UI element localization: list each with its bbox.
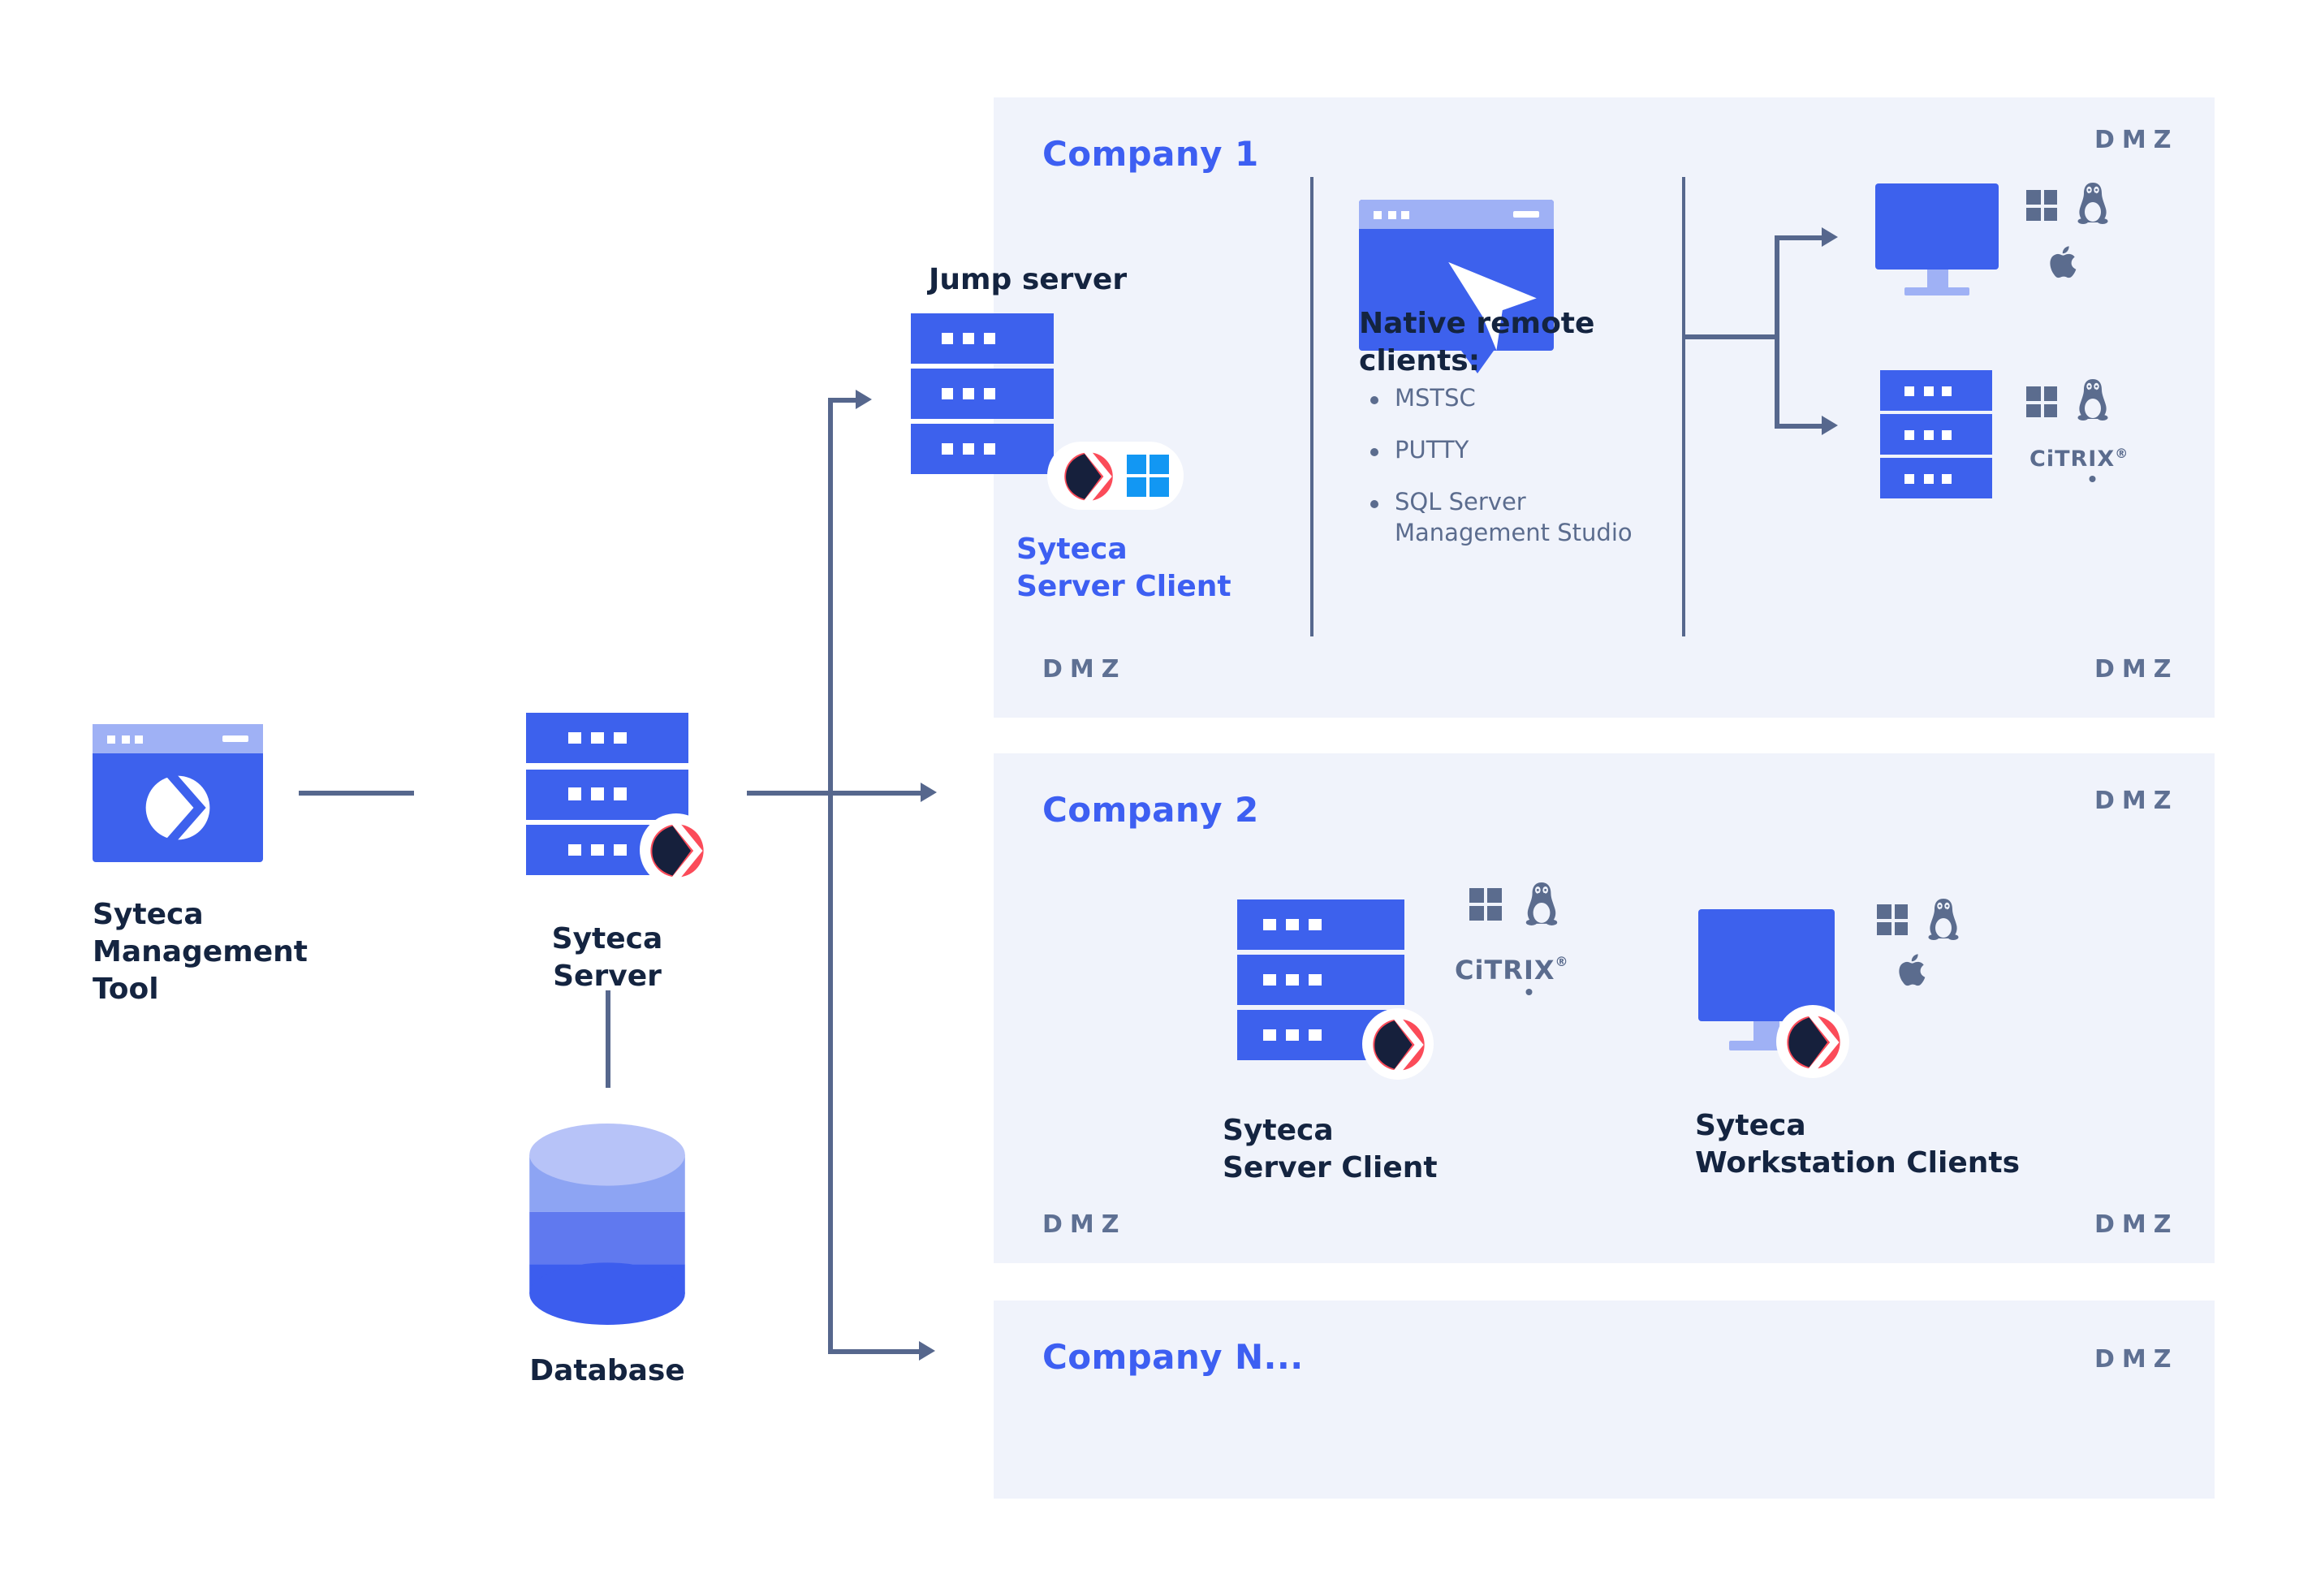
connector-server-to-companies [747, 791, 922, 795]
syteca-badge [1362, 1008, 1434, 1080]
syteca-badge [1776, 1005, 1849, 1078]
dmz-label: DMZ [1042, 1210, 1127, 1239]
branch-connector [1684, 334, 1778, 339]
jump-server-badge [1047, 442, 1184, 510]
linux-icon [1926, 898, 1961, 940]
browser-dots-icon [1374, 210, 1409, 218]
browser-titlebar [93, 724, 263, 753]
syteca-logo-icon [1785, 1014, 1840, 1069]
dmz-label: DMZ [2094, 654, 2179, 684]
list-item: PUTTY [1367, 437, 1646, 468]
dmz-label: DMZ [2094, 1344, 2179, 1374]
syteca-management-tool-icon [93, 724, 263, 862]
connector-server-to-database [606, 990, 610, 1088]
windows-icon [2026, 386, 2057, 417]
windows-icon [1469, 888, 1502, 921]
jump-server-client-label: Syteca Server Client [1016, 533, 1231, 604]
browser-titlebar [1359, 200, 1554, 229]
management-tool-label: Syteca Management Tool [93, 898, 308, 1007]
list-item: MSTSC [1367, 385, 1646, 416]
jump-server-icon [911, 313, 1054, 474]
syteca-logo-icon [144, 774, 211, 841]
dmz-label: DMZ [2094, 786, 2179, 815]
cursor-icon [1448, 261, 1537, 351]
terminal-server-icon [1880, 370, 1992, 498]
remote-client-window-icon [1359, 200, 1554, 351]
linux-icon [1523, 882, 1560, 925]
browser-dash-icon [1513, 210, 1539, 218]
apple-icon [1896, 951, 1927, 989]
dmz-label: DMZ [2094, 125, 2179, 154]
windows-icon [1126, 455, 1168, 497]
syteca-logo-icon [1371, 1017, 1425, 1071]
cursor-tail-icon [1461, 351, 1494, 373]
workstation-monitor-icon [1698, 909, 1835, 1050]
syteca-badge [640, 813, 713, 886]
divider [1310, 177, 1313, 636]
connector-to-companyN [828, 1349, 921, 1353]
companyN-panel [994, 1301, 2215, 1499]
branch-line [1775, 237, 1779, 427]
browser-dash-icon [222, 735, 248, 743]
linux-icon [2075, 378, 2111, 421]
native-clients-list: MSTSC PUTTY SQL Server Management Studio [1367, 385, 1646, 572]
syteca-logo-icon [1063, 451, 1113, 501]
arrow-to-workstation [1822, 227, 1838, 247]
windows-icon [2026, 190, 2057, 221]
workstation-monitor-icon [1875, 183, 1999, 295]
list-item: SQL Server Management Studio [1367, 489, 1646, 550]
dmz-label: DMZ [1042, 654, 1127, 684]
syteca-logo-icon [649, 822, 704, 878]
jump-server-label: Jump server [929, 263, 1128, 297]
company2-title: Company 2 [1042, 791, 1259, 830]
native-clients-heading: Native remote clients: [1359, 307, 1595, 378]
connector-to-jump-server [828, 398, 857, 402]
syteca-server-label: Syteca Server [551, 922, 663, 994]
divider [1682, 177, 1685, 636]
company2-server-client-label: Syteca Server Client [1223, 1114, 1438, 1185]
linux-icon [2075, 182, 2111, 224]
arrow-to-company2 [921, 783, 937, 802]
database-label: Database [529, 1354, 685, 1388]
company1-title: Company 1 [1042, 135, 1259, 174]
arrow-to-companyN [919, 1341, 935, 1361]
database-icon [529, 1124, 685, 1325]
arrow-to-jump-server [856, 390, 872, 409]
branch-top-connector [1775, 235, 1823, 239]
connector-tool-to-server [299, 791, 414, 795]
company1-panel [994, 97, 2215, 718]
companyN-title: Company N... [1042, 1338, 1304, 1377]
branch-bottom-connector [1775, 424, 1823, 428]
apple-icon [2047, 244, 2078, 281]
company2-panel [994, 753, 2215, 1263]
windows-icon [1877, 904, 1908, 935]
arrow-to-terminal-server [1822, 416, 1838, 435]
dmz-label: DMZ [2094, 1210, 2179, 1239]
browser-dots-icon [107, 735, 143, 743]
company2-workstation-clients-label: Syteca Workstation Clients [1695, 1109, 2021, 1180]
trunk-line [828, 398, 832, 1352]
